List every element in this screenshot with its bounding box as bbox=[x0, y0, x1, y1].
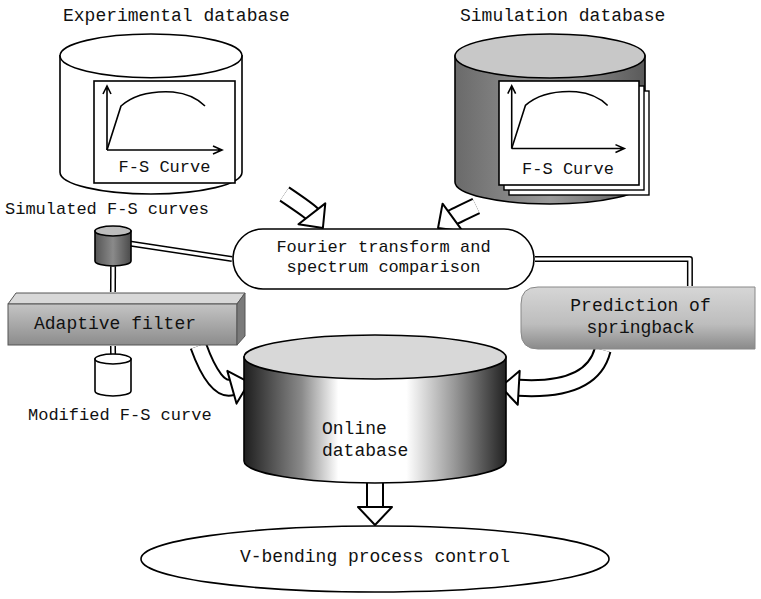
node-label: Online database bbox=[322, 419, 434, 462]
node-label: Fourier transform and spectrum compariso… bbox=[244, 238, 523, 279]
data-cylinder: Modified F-S curve bbox=[25, 352, 255, 432]
double-line-connector bbox=[128, 243, 232, 259]
curve-card-stack: F-S Curve bbox=[498, 80, 650, 196]
online-database-cylinder: Online database bbox=[244, 335, 506, 483]
node-label: F-S Curve bbox=[93, 158, 236, 178]
block-arrow bbox=[285, 194, 326, 228]
block-arrow bbox=[198, 346, 249, 404]
data-cylinder: Simulated F-S curves bbox=[5, 200, 235, 272]
block-arrow bbox=[358, 483, 392, 525]
double-line-connector bbox=[112, 266, 113, 292]
double-line-connector bbox=[535, 259, 690, 286]
node-label: Simulated F-S curves bbox=[5, 200, 235, 220]
double-line-connector bbox=[112, 346, 113, 354]
prediction-box: Prediction of springback bbox=[520, 286, 756, 350]
block-arrow bbox=[501, 350, 603, 405]
block-arrow bbox=[438, 204, 476, 231]
node-label: Simulation database bbox=[460, 6, 710, 28]
database-cylinder: Simulation databaseF-S Curve bbox=[450, 6, 712, 206]
database-cylinder: Experimental databaseF-S Curve bbox=[55, 6, 325, 194]
filter-slab: Adaptive filter bbox=[8, 292, 246, 346]
node-label: Modified F-S curve bbox=[28, 406, 255, 426]
node-label: Prediction of springback bbox=[538, 296, 743, 339]
online-database-cylinder-outline bbox=[244, 335, 506, 483]
node-label: F-S Curve bbox=[498, 160, 638, 180]
process-oval: Fourier transform and spectrum compariso… bbox=[232, 228, 535, 290]
curve-card: F-S Curve bbox=[93, 80, 236, 184]
process-ellipse: V-bending process control bbox=[140, 525, 610, 593]
node-label: V-bending process control bbox=[170, 547, 580, 569]
node-label: Adaptive filter bbox=[34, 314, 239, 336]
node-label: Experimental database bbox=[63, 6, 321, 28]
